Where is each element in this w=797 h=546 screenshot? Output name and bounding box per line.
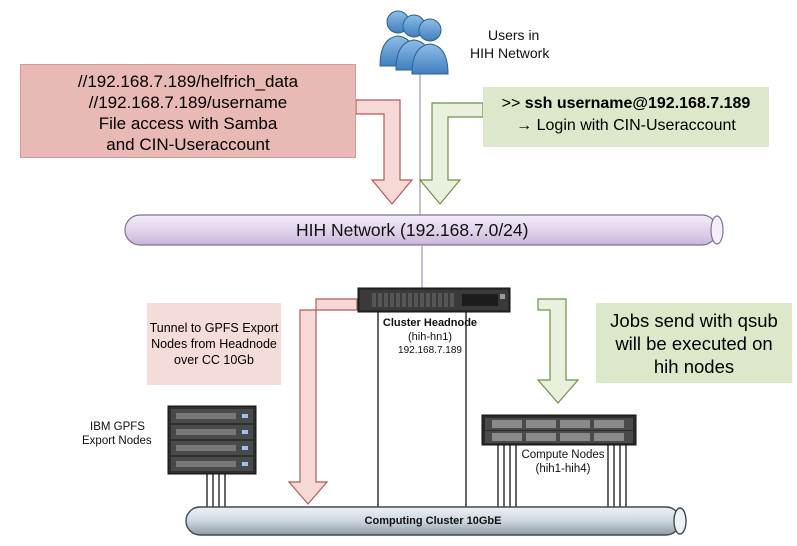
gpfs-label: IBM GPFS Export Nodes (82, 420, 152, 448)
users-label-line2: HIH Network (470, 45, 550, 61)
server-stack-icon (167, 405, 257, 475)
ssh-command: ssh username@192.168.7.189 (524, 95, 751, 112)
jobs-arrow (536, 298, 580, 404)
headnode-title: Cluster Headnode (382, 317, 478, 329)
ssh-arrow (418, 102, 484, 205)
jobs-line1: Jobs send with qsub (610, 310, 778, 331)
right-arrow-icon: → (516, 117, 533, 134)
cluster-network-pipe (185, 506, 687, 536)
tunnel-line1: Tunnel to GPFS Export (149, 321, 279, 335)
compute-rack-server-icon (481, 414, 637, 446)
ssh-access-box: >> ssh username@192.168.7.189 → Login wi… (483, 87, 769, 147)
tunnel-line2: Nodes from Headnode (151, 337, 277, 351)
samba-description-1: File access with Samba (98, 114, 278, 133)
headnode-hostname: (hih-hn1) (407, 331, 453, 343)
gpfs-label-line1: IBM GPFS (90, 421, 145, 433)
ssh-prompt: >> (501, 95, 525, 112)
ssh-login-line: → Login with CIN-Useraccount (483, 115, 769, 137)
gpfs-cluster-links (206, 474, 226, 508)
compute-label-line2: (hih1-hih4) (535, 463, 591, 475)
gpfs-label-line2: Export Nodes (82, 435, 152, 447)
samba-access-box: //192.168.7.189/helfrich_data //192.168.… (20, 64, 356, 158)
headnode-ip: 192.168.7.189 (398, 345, 462, 356)
tunnel-info-box: Tunnel to GPFS Export Nodes from Headnod… (147, 303, 281, 385)
hih-network-pipe (124, 214, 724, 246)
users-label: Users in HIH Network (470, 26, 549, 62)
compute-cluster-links (497, 445, 627, 508)
samba-arrow (355, 99, 414, 205)
samba-path-username: //192.168.7.189/username (88, 93, 288, 112)
samba-path-helfrich: //192.168.7.189/helfrich_data (77, 72, 299, 91)
users-group-icon (379, 10, 449, 75)
hih-network-label: HIH Network (192.168.7.0/24) (296, 220, 529, 240)
cluster-network-label: Computing Cluster 10GbE (364, 515, 502, 527)
samba-description-2: and CIN-Useraccount (106, 135, 270, 154)
tunnel-line3: over CC 10Gb (174, 353, 254, 367)
rack-server-icon (357, 287, 511, 313)
users-label-line1: Users in (488, 27, 540, 43)
ssh-command-line: >> ssh username@192.168.7.189 (483, 93, 769, 115)
tunnel-arrow (287, 298, 358, 505)
jobs-line2: will be executed on (615, 333, 773, 354)
compute-label: Compute Nodes (hih1-hih4) (510, 448, 616, 476)
compute-label-line1: Compute Nodes (521, 449, 605, 461)
jobs-info-box: Jobs send with qsub will be executed on … (596, 303, 792, 383)
jobs-line3: hih nodes (653, 356, 735, 377)
ssh-login-text: Login with CIN-Useraccount (532, 117, 736, 134)
headnode-label: Cluster Headnode (hih-hn1) 192.168.7.189 (370, 316, 490, 358)
